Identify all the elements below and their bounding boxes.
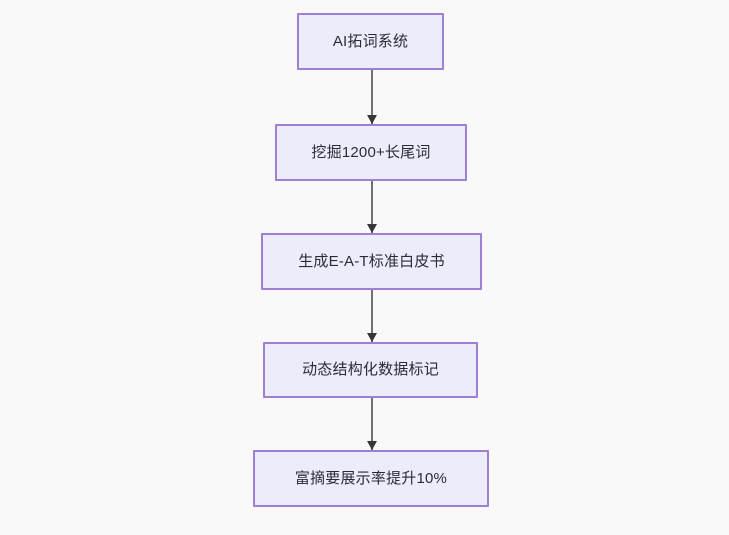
edge-line <box>371 70 373 124</box>
flow-node-3[interactable]: 生成E-A-T标准白皮书 <box>261 233 482 290</box>
flow-node-label: 挖掘1200+长尾词 <box>311 143 431 161</box>
edge-line <box>371 398 373 450</box>
flow-edge <box>367 70 377 124</box>
flow-node-label: AI拓词系统 <box>332 32 409 50</box>
edge-line <box>371 290 373 342</box>
flow-edge <box>367 398 377 450</box>
flow-edge <box>367 290 377 342</box>
arrowhead-icon <box>367 441 377 450</box>
flow-node-label: 生成E-A-T标准白皮书 <box>298 252 445 270</box>
flow-node-label: 动态结构化数据标记 <box>302 361 439 378</box>
arrowhead-icon <box>367 115 377 124</box>
flow-node-2[interactable]: 挖掘1200+长尾词 <box>275 124 467 181</box>
flow-node-5[interactable]: 富摘要展示率提升10% <box>253 450 489 507</box>
flow-node-1[interactable]: AI拓词系统 <box>297 13 444 70</box>
flow-node-4[interactable]: 动态结构化数据标记 <box>263 342 478 398</box>
arrowhead-icon <box>367 224 377 233</box>
arrowhead-icon <box>367 333 377 342</box>
edge-line <box>371 181 373 233</box>
flow-edge <box>367 181 377 233</box>
flow-node-label: 富摘要展示率提升10% <box>294 469 448 487</box>
